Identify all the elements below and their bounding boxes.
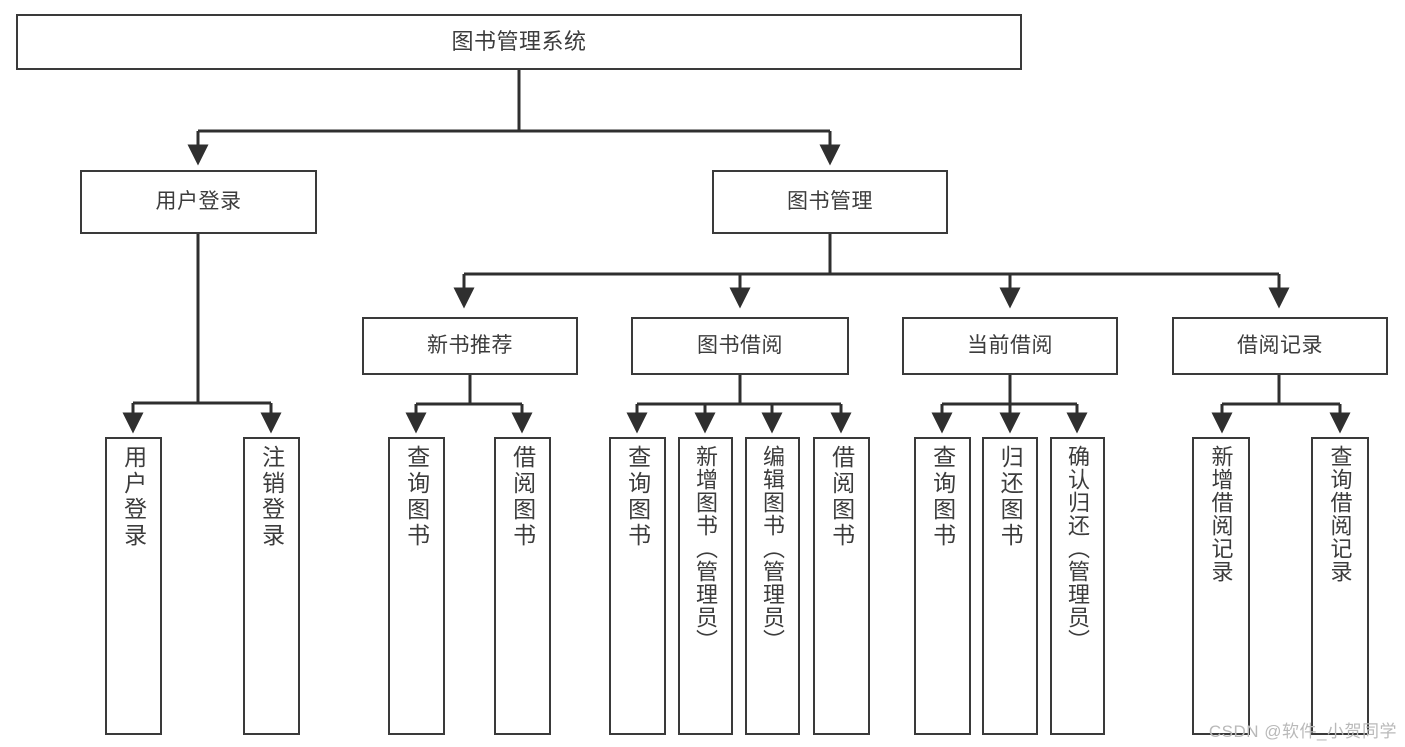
node-new-book-recommend[interactable]: 新书推荐 <box>362 317 578 375</box>
node-borrow-record[interactable]: 借阅记录 <box>1172 317 1388 375</box>
node-label: 图书管理 <box>787 189 873 213</box>
node-label: 新书推荐 <box>427 333 513 357</box>
leaf-query-book-recommend[interactable]: 查询图书 <box>388 437 445 735</box>
node-label: 编辑图书（管理员） <box>760 445 786 652</box>
node-label: 新增图书（管理员） <box>693 445 719 652</box>
node-label: 查询借阅记录 <box>1327 445 1353 583</box>
node-label: 借阅图书 <box>828 445 855 549</box>
node-label: 注销登录 <box>258 445 285 549</box>
leaf-edit-book-admin[interactable]: 编辑图书（管理员） <box>745 437 800 735</box>
leaf-confirm-return-admin[interactable]: 确认归还（管理员） <box>1050 437 1105 735</box>
leaf-logout[interactable]: 注销登录 <box>243 437 300 735</box>
node-current-borrow[interactable]: 当前借阅 <box>902 317 1118 375</box>
leaf-return-book[interactable]: 归还图书 <box>982 437 1038 735</box>
leaf-query-book-current[interactable]: 查询图书 <box>914 437 971 735</box>
node-label: 查询图书 <box>624 445 651 549</box>
node-label: 归还图书 <box>997 445 1024 549</box>
leaf-add-book-admin[interactable]: 新增图书（管理员） <box>678 437 733 735</box>
leaf-query-borrow-record[interactable]: 查询借阅记录 <box>1311 437 1369 735</box>
leaf-borrow-book[interactable]: 借阅图书 <box>813 437 870 735</box>
leaf-add-borrow-record[interactable]: 新增借阅记录 <box>1192 437 1250 735</box>
node-label: 当前借阅 <box>967 333 1053 357</box>
node-label: 用户登录 <box>120 445 147 549</box>
node-label: 查询图书 <box>403 445 430 549</box>
node-label: 图书管理系统 <box>451 29 587 55</box>
node-label: 查询图书 <box>929 445 956 549</box>
node-label: 图书借阅 <box>697 333 783 357</box>
node-label: 用户登录 <box>155 189 242 213</box>
node-root-system[interactable]: 图书管理系统 <box>16 14 1022 70</box>
leaf-query-book-borrow[interactable]: 查询图书 <box>609 437 666 735</box>
node-book-management[interactable]: 图书管理 <box>712 170 948 234</box>
node-label: 借阅记录 <box>1237 333 1323 357</box>
leaf-borrow-book-recommend[interactable]: 借阅图书 <box>494 437 551 735</box>
leaf-user-login[interactable]: 用户登录 <box>105 437 162 735</box>
node-label: 确认归还（管理员） <box>1065 445 1091 652</box>
node-label: 新增借阅记录 <box>1208 445 1234 583</box>
node-book-borrow[interactable]: 图书借阅 <box>631 317 849 375</box>
csdn-watermark: CSDN @软件_小贺同学 <box>1208 722 1397 741</box>
node-label: 借阅图书 <box>509 445 536 549</box>
node-user-login[interactable]: 用户登录 <box>80 170 317 234</box>
